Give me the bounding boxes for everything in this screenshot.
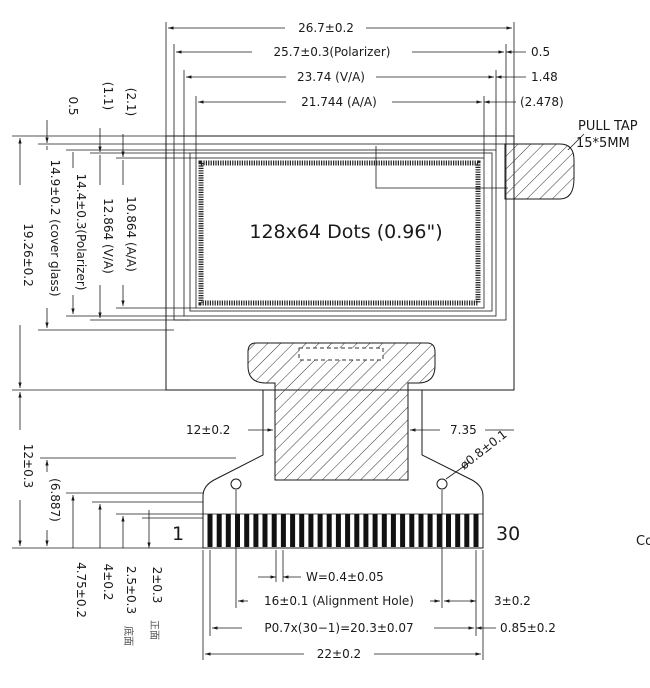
fpc-pin — [253, 514, 259, 547]
dim-2-note: 正面 — [148, 620, 159, 640]
dim-pin-width: W=0.4±0.05 — [306, 570, 384, 584]
left-dimensions: 19.26±0.2 14.9±0.2 (cover glass) 0.5 14.… — [12, 82, 196, 391]
dim-va-width: 23.74 (V/A) — [297, 70, 365, 84]
fpc-pin — [345, 514, 351, 547]
pin-first-label: 1 — [172, 523, 184, 545]
dim-aa-width: 21.744 (A/A) — [301, 95, 377, 109]
alignment-hole-right — [436, 478, 448, 490]
fpc-pin — [354, 514, 360, 547]
fpc-pin — [326, 514, 332, 547]
dim-offset-11: (1.1) — [101, 82, 115, 110]
fpc-pin — [308, 514, 314, 547]
pull-tab-shape — [504, 143, 575, 200]
pull-tab-leader-2 — [567, 133, 585, 151]
fpc-pin — [299, 514, 305, 547]
fpc-pin — [381, 514, 387, 547]
dim-polarizer-width: 25.7±0.3(Polarizer) — [274, 45, 391, 59]
fpc-pin — [473, 514, 479, 547]
active-area-outline — [195, 157, 485, 309]
dim-overall-width: 26.7±0.2 — [298, 21, 354, 35]
dim-va-offset: 1.48 — [531, 70, 558, 84]
fpc-pin — [280, 514, 286, 547]
fpc-pin — [317, 514, 323, 547]
dim-475: 4.75±0.2 — [74, 562, 88, 618]
dim-pitch-offset: 0.85±0.2 — [500, 621, 556, 635]
fpc-label-box — [298, 347, 384, 361]
fpc-pin — [244, 514, 250, 547]
view-area-outline — [183, 149, 497, 317]
dim-fpc-length: 12±0.3 — [21, 444, 35, 488]
fpc-pin — [409, 514, 415, 547]
dim-polarizer-offset: 0.5 — [531, 45, 550, 59]
dim-4: 4±0.2 — [101, 564, 115, 601]
alignment-hole-left — [230, 478, 242, 490]
polarizer-outline — [173, 143, 507, 321]
dim-offset-21: (2.1) — [124, 88, 138, 116]
fpc-pin — [464, 514, 470, 547]
fpc-hatched-zone — [247, 342, 436, 481]
fpc-pin — [262, 514, 268, 547]
fpc-pin — [335, 514, 341, 547]
fpc-pins — [207, 514, 479, 547]
dim-25-note: 底面 — [122, 626, 135, 646]
dim-alignment-hole: 16±0.1 (Alignment Hole) — [264, 594, 414, 608]
dim-pitch: P0.7x(30−1)=20.3±0.07 — [264, 621, 413, 635]
fpc-pin — [271, 514, 277, 547]
fpc-pin — [455, 514, 461, 547]
bottom-dimensions: W=0.4±0.05 16±0.1 (Alignment Hole) 3±0.2… — [202, 490, 556, 661]
dim-aa-height: 10.864 (A/A) — [124, 196, 138, 272]
fpc-pin — [207, 514, 213, 547]
dim-fpc-offset: 7.35 — [450, 423, 477, 437]
dim-align-offset: 3±0.2 — [494, 594, 531, 608]
fpc-pin — [400, 514, 406, 547]
dim-fpc-width: 12±0.2 — [186, 423, 230, 437]
dim-25: 2.5±0.3 — [124, 566, 138, 614]
fpc-pin — [235, 514, 240, 547]
pull-tab-leader — [375, 146, 508, 189]
fpc-outline — [202, 390, 484, 549]
pin-last-label: 30 — [496, 523, 520, 545]
pull-tab-size: 15*5MM — [576, 136, 630, 151]
dim-overall-height: 19.26±0.2 — [21, 223, 35, 287]
dim-total-width: 22±0.2 — [317, 647, 361, 661]
top-dimensions: 26.7±0.2 25.7±0.3(Polarizer) 0.5 23.74 (… — [165, 21, 564, 158]
dim-va-height: 12.864 (V/A) — [101, 198, 115, 274]
fpc-pin — [446, 514, 451, 547]
dim-2: 2±0.3 — [150, 567, 164, 604]
fpc-pin — [363, 514, 369, 547]
view-area-inner — [189, 152, 493, 312]
dim-cover-glass: 14.9±0.2 (cover glass) — [48, 159, 62, 296]
active-area-dots — [198, 160, 481, 306]
fpc-pin — [372, 514, 378, 547]
fpc-pin — [216, 514, 222, 547]
pull-tab-label: PULL TAP — [578, 119, 638, 134]
fpc-pin — [225, 514, 231, 547]
fpc-stiffener — [247, 342, 436, 481]
fpc-pin — [290, 514, 296, 547]
fpc-pin — [418, 514, 424, 547]
dim-offset-05: 0.5 — [66, 96, 80, 115]
fpc-pin — [390, 514, 396, 547]
fpc-pin — [427, 514, 433, 547]
fpc-pin — [436, 514, 442, 547]
dim-aa-offset: (2.478) — [520, 95, 564, 109]
pull-tab: PULL TAP 15*5MM — [375, 119, 638, 200]
cut-off-text: Co — [636, 534, 650, 549]
display-resolution-label: 128x64 Dots (0.96") — [249, 221, 442, 243]
dim-hole-height: (6.887) — [48, 478, 62, 522]
dim-polarizer-height: 14.4±0.3(Polarizer) — [74, 174, 88, 291]
